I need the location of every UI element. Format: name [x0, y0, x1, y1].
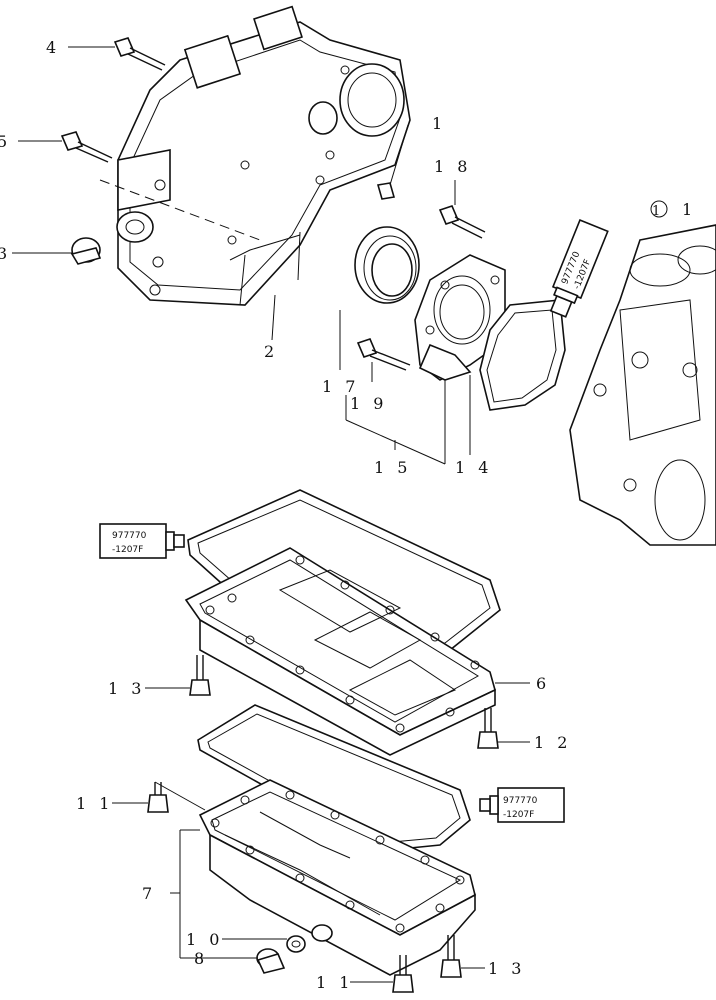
plug-part-3: [70, 237, 102, 265]
callout-6: 6: [536, 674, 550, 693]
callout-13-lower: 1 3: [488, 959, 525, 978]
callout-10: 1 0: [186, 930, 223, 949]
dowel-pin-part-1: [376, 182, 396, 200]
oil-pan-lower-part-7: [198, 779, 476, 976]
callout-2: 2: [264, 342, 278, 361]
sealant-code-right-1: 977770: [503, 796, 538, 806]
bolt-part-4: [113, 37, 166, 71]
sealant-tube-left: 977770 -1207F: [99, 523, 185, 559]
callout-8: 8: [194, 949, 208, 968]
callout-12: 1 2: [534, 733, 571, 752]
callout-14: 1 4: [455, 458, 492, 477]
callout-labels: 4 5 3 1 2 1 8 1 1 1 7 1 9 1 5 1 4 1 3 6 …: [0, 38, 696, 992]
sealant-tube-upper: 977770 -1207F: [549, 219, 609, 318]
callout-block-ref: 1: [652, 204, 664, 219]
callout-11-upper: 1 1: [76, 794, 113, 813]
flywheel-housing: [99, 5, 411, 306]
lower-oil-pan-gasket: [197, 704, 471, 851]
bolt-part-13-upper: [189, 655, 211, 696]
callout-3: 3: [0, 244, 11, 263]
callout-block-1: 1: [682, 200, 696, 219]
bolt-part-13-lower: [440, 935, 462, 978]
bolt-part-12: [477, 708, 499, 749]
case-gasket: [479, 299, 566, 411]
washer-part-10: [286, 935, 306, 953]
callout-4: 4: [46, 38, 60, 57]
callout-5: 5: [0, 132, 11, 151]
sealant-code-left-2: -1207F: [112, 545, 143, 555]
leader-lines: [12, 46, 530, 983]
callout-18: 1 8: [434, 157, 471, 176]
callout-7: 7: [142, 884, 156, 903]
bolt-part-5: [60, 131, 113, 163]
block-ref-circle: [650, 200, 668, 218]
bolt-part-11-upper: [147, 782, 169, 813]
sealant-code-right-2: -1207F: [503, 810, 534, 820]
oil-seal-case-part-14: [414, 254, 506, 381]
sealant-tube-right: 977770 -1207F: [479, 787, 565, 823]
callout-15: 1 5: [374, 458, 411, 477]
callout-17: 1 7: [322, 377, 359, 396]
callout-19: 1 9: [350, 394, 387, 413]
callout-1: 1: [432, 114, 446, 133]
callout-13-upper: 1 3: [108, 679, 145, 698]
callout-11-lower: 1 1: [316, 973, 353, 992]
sealant-code-left-1: 977770: [112, 531, 147, 541]
oil-pan-upper-part-6: [184, 547, 496, 756]
oil-seal-part-17: [354, 226, 420, 304]
bolt-part-11-lower: [392, 955, 414, 993]
bolt-part-19: [356, 338, 411, 371]
bolt-part-18: [438, 205, 486, 239]
cylinder-block-reference: [569, 224, 716, 546]
drain-plug-part-8: [256, 948, 286, 974]
